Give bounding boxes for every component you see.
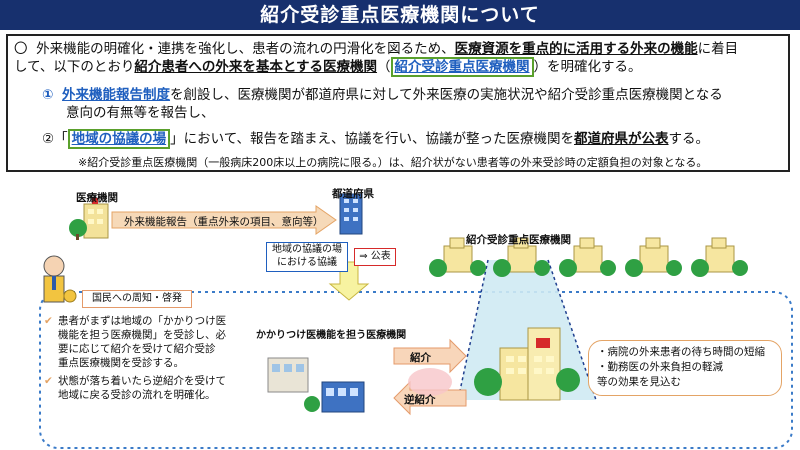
note-1: ✔ 患者がまずは地域の「かかりつけ医 機能を担う医療機関」を受診し、必 要に応じ… [44,314,254,370]
effect-line: 等の効果を見込む [597,375,773,390]
footnote: ※紹介受診重点医療機関（一般病床200床以上の病院に限る。）は、紹介状がない患者… [78,154,707,172]
summary-box: 〇 外来機能の明確化・連携を強化し、患者の流れの円滑化を図るため、医療資源を重点… [6,34,790,172]
clinic-icon [268,358,364,412]
family-doctor-label: かかりつけ医機能を担う医療機関 [256,326,406,341]
note-2-line: 地域に戻る受診の流れを明確化。 [58,388,254,402]
note-1-line: 重点医療機関を受診する。 [58,356,254,370]
reverse-referral-label: 逆紹介 [404,392,436,407]
referral-hospital-label: 紹介受診重点医療機関 [466,232,571,247]
note-2-line: 状態が落ち着いたら逆紹介を受けて [58,374,254,388]
report-system-term: 外来機能報告制度 [62,87,170,103]
intro-text: に着目 [698,41,739,57]
item-2-text: 「 [54,131,68,147]
item-1-text: を創設し、医療機関が都道府県に対して外来医療の実施状況や紹介受診重点医療機関とな… [170,87,723,103]
intro-emphasis: 紹介患者への外来を基本とする医療機関 [134,59,377,75]
item-1-number: ① [42,87,53,103]
item-1-line-1: ① 外来機能報告制度を創設し、医療機関が都道府県に対して外来医療の実施状況や紹介… [42,86,723,104]
publish-box: ⇒ 公表 [354,248,396,266]
prefecture-publish-term: 都道府県が公表 [574,131,669,147]
intro-line-2: して、以下のとおり紹介患者への外来を基本とする医療機関（紹介受診重点医療機関）を… [14,58,642,76]
check-icon: ✔ [44,314,53,328]
flow-diagram [0,172,800,450]
item-1-line-2: 意向の有無等を報告し、 [66,104,215,122]
patient-flow-notes: ✔ 患者がまずは地域の「かかりつけ医 機能を担う医療機関」を受診し、必 要に応じ… [44,314,254,402]
council-box: 地域の協議の場 における協議 [266,242,348,272]
referral-label: 紹介 [410,350,431,365]
effects-box: ・病院の外来患者の待ち時間の短縮 ・勤務医の外来負担の軽減 等の効果を見込む [588,340,782,396]
note-1-line: 機能を担う医療機関」を受診し、必 [58,328,254,342]
report-arrow-label: 外来機能報告（重点外来の項目、意向等） [124,214,324,229]
intro-text: ）を明確化する。 [534,59,642,75]
intro-text: して、以下のとおり [14,59,134,75]
council-line-2: における協議 [267,256,347,269]
item-2-text: 」において、報告を踏まえ、協議を行い、協議が整った医療機関を [170,131,574,147]
effect-line: ・病院の外来患者の待ち時間の短縮 [597,345,773,360]
person-icon [44,256,76,302]
check-icon: ✔ [44,374,53,388]
page-title: 紹介受診重点医療機関について [0,0,800,30]
council-line-1: 地域の協議の場 [267,243,347,256]
council-term: 地域の協議の場 [68,129,171,149]
item-2-line: ②「地域の協議の場」において、報告を踏まえ、協議を行い、協議が整った医療機関を都… [42,130,709,148]
intro-text: （ [377,59,391,75]
intro-bullet: 〇 [14,41,28,57]
intro-emphasis: 医療資源を重点的に活用する外来の機能 [455,41,698,57]
note-2: ✔ 状態が落ち着いたら逆紹介を受けて 地域に戻る受診の流れを明確化。 [44,374,254,402]
effect-line: ・勤務医の外来負担の軽減 [597,360,773,375]
note-1-line: 要に応じて紹介を受けて紹介受診 [58,342,254,356]
referral-hospital-term: 紹介受診重点医療機関 [391,57,534,77]
hospital-label: 医療機関 [76,190,118,205]
item-2-text: する。 [669,131,710,147]
intro-line-1: 〇 外来機能の明確化・連携を強化し、患者の流れの円滑化を図るため、医療資源を重点… [14,40,738,58]
intro-text: 外来機能の明確化・連携を強化し、患者の流れの円滑化を図るため、 [36,41,455,57]
prefecture-label: 都道府県 [332,186,374,201]
note-1-line: 患者がまずは地域の「かかりつけ医 [58,314,254,328]
public-awareness-label: 国民への周知・啓発 [82,290,192,308]
item-2-number: ② [42,131,54,147]
